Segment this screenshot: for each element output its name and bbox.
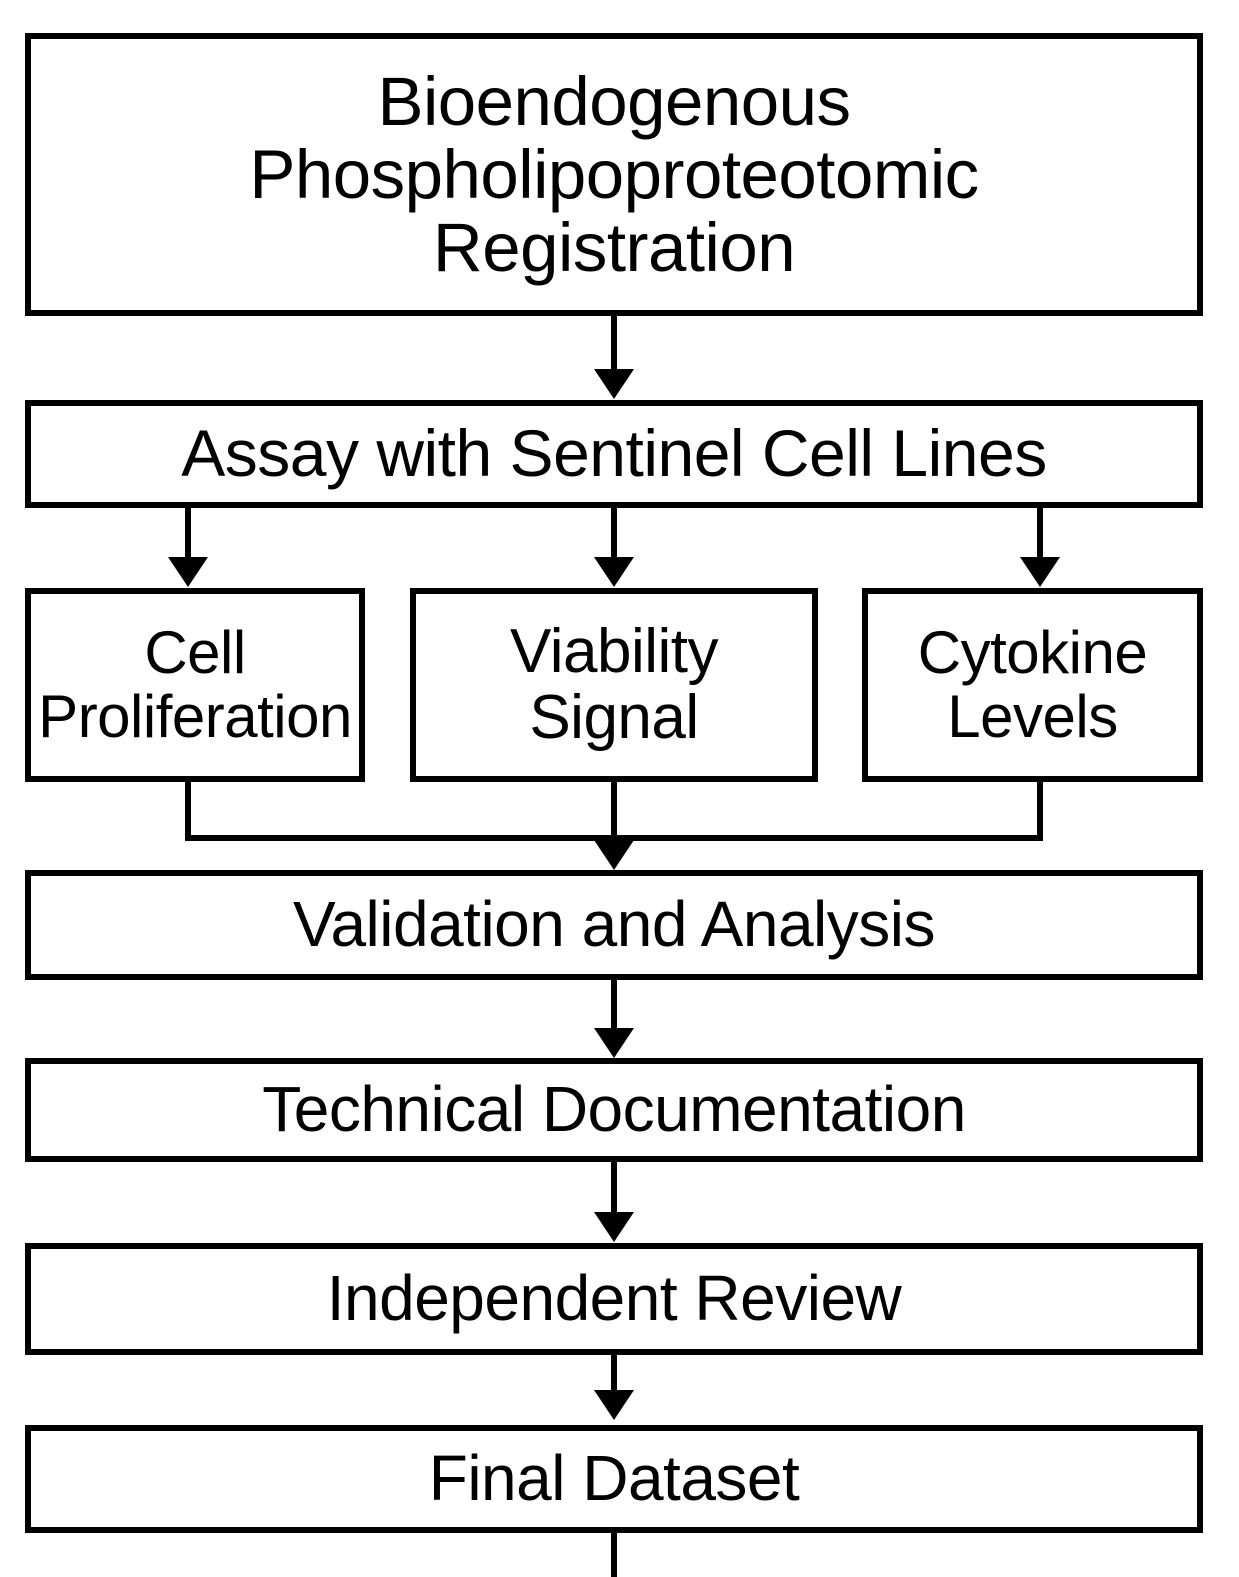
node-registration-label: Bioendogenous Phospholipoproteotomic Reg… (249, 62, 979, 287)
connector-review-to-final (611, 1355, 617, 1410)
arrowhead-assay-to-proliferation (168, 557, 208, 587)
arrowhead-assay-to-cytokine (1020, 557, 1060, 587)
node-independent-review-label: Independent Review (326, 1262, 902, 1335)
connector-assay-to-cytokine (1037, 508, 1043, 561)
arrowhead-documentation-to-review (594, 1212, 634, 1242)
arrowhead-assay-to-viability (594, 557, 634, 587)
arrowhead-validation-to-documentation (594, 1028, 634, 1058)
node-independent-review[interactable]: Independent Review (25, 1243, 1203, 1355)
node-registration[interactable]: Bioendogenous Phospholipoproteotomic Reg… (25, 33, 1203, 316)
node-viability-signal[interactable]: Viability Signal (410, 588, 818, 782)
arrowhead-merge-to-validation (594, 840, 634, 870)
node-cell-proliferation-label: Cell Proliferation (38, 619, 352, 750)
connector-viability-to-validation (611, 782, 617, 844)
node-final-dataset-label: Final Dataset (428, 1442, 800, 1515)
connector-assay-to-proliferation (185, 508, 191, 561)
connector-proliferation-merge-drop (185, 782, 191, 841)
connector-assay-to-viability (611, 508, 617, 561)
node-cell-proliferation[interactable]: Cell Proliferation (25, 588, 365, 782)
node-final-dataset[interactable]: Final Dataset (25, 1425, 1203, 1533)
connector-validation-to-documentation (611, 980, 617, 1032)
connector-cytokine-merge-drop (1037, 782, 1043, 841)
node-cytokine-levels[interactable]: Cytokine Levels (862, 588, 1203, 782)
node-cytokine-levels-label: Cytokine Levels (917, 619, 1148, 750)
arrowhead-registration-to-assay (594, 369, 634, 399)
node-validation-and-analysis-label: Validation and Analysis (293, 888, 935, 961)
node-assay[interactable]: Assay with Sentinel Cell Lines (25, 400, 1203, 508)
node-assay-label: Assay with Sentinel Cell Lines (181, 416, 1047, 491)
node-validation-and-analysis[interactable]: Validation and Analysis (25, 870, 1203, 980)
node-technical-documentation-label: Technical Documentation (262, 1073, 966, 1146)
arrowhead-review-to-final (594, 1390, 634, 1420)
node-viability-signal-label: Viability Signal (509, 617, 719, 752)
connector-documentation-to-review (611, 1162, 617, 1217)
connector-final-dataset-stub (611, 1533, 617, 1577)
connector-registration-to-assay (611, 316, 617, 372)
node-technical-documentation[interactable]: Technical Documentation (25, 1058, 1203, 1162)
